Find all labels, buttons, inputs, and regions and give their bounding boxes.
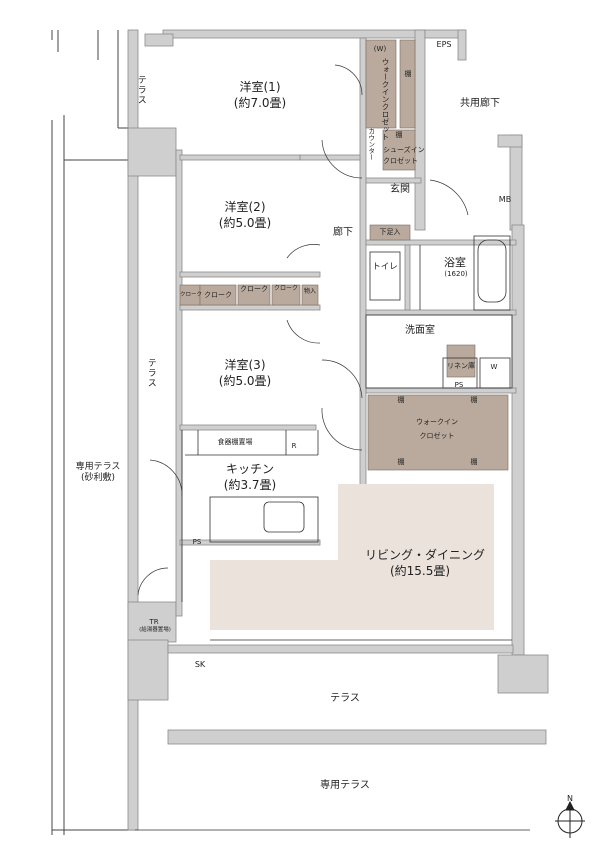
exterior-lines [51, 30, 135, 835]
wic2-shelf-b: 棚 [470, 396, 478, 404]
cloak-label-3: クローク [240, 285, 268, 293]
room-western-3-size: (約5.0畳) [218, 374, 272, 388]
room-washroom-name: 洗面室 [405, 325, 435, 336]
room-western-2-size: (約5.0畳) [218, 216, 272, 230]
eps-label: EPS [436, 40, 452, 49]
tr-note-label: (給湯器置場) [139, 627, 171, 633]
room-kitchen-name: キッチン [225, 462, 274, 476]
room-bath-size: (1620) [444, 270, 468, 278]
walls [127, 29, 549, 831]
fridge-label: R [291, 442, 297, 450]
north-compass [555, 800, 585, 838]
wic2-shelf-d: 棚 [470, 458, 478, 466]
room-toilet-name: トイレ [372, 262, 398, 272]
common-corridor-label: 共用廊下 [460, 98, 500, 109]
room-living-name: リビング・ダイニング [365, 548, 486, 562]
room-western-2-name: 洋室(2) [224, 200, 266, 214]
wic1-label: ウォークインクロゼット [381, 58, 390, 141]
wic2-shelf-a: 棚 [397, 396, 405, 404]
w-label: W [490, 363, 498, 371]
room-lines [135, 235, 530, 831]
room-living-size: (約15.5畳) [389, 564, 451, 578]
room-entrance-name: 玄関 [390, 184, 410, 195]
room-kitchen-size: (約3.7畳) [223, 478, 277, 492]
wic2-shelf-c: 棚 [397, 458, 405, 466]
wic2-closet-label: クロゼット [419, 432, 455, 440]
mb-label: MB [498, 195, 512, 204]
ps-label-kitchen: PS [192, 538, 202, 546]
terrace-left-label: テラス [145, 358, 156, 388]
storage-label: 物入 [303, 288, 316, 295]
sk-label: SK [194, 660, 206, 669]
storage-blocks [179, 39, 509, 471]
cloak-label-1: クローク [180, 292, 203, 298]
room-bath-name: 浴室 [444, 256, 466, 269]
counter-label: カウンター [366, 128, 375, 161]
room-western-3-name: 洋室(3) [224, 358, 266, 372]
ldk-fill [338, 484, 494, 630]
wic1-shelf-label: 棚 [404, 70, 412, 78]
ps-label-wash: PS [454, 381, 464, 389]
getabako-label: 下足入 [379, 228, 401, 236]
private-terrace-label: 専用テラス [320, 780, 370, 791]
north-label: N [567, 794, 573, 803]
shoes-closet-label: クロゼット [383, 157, 418, 165]
linen-label: リネン庫 [447, 362, 475, 370]
door-swings [137, 64, 469, 596]
room-western-1-name: 洋室(1) [239, 80, 281, 94]
cloak-label-4: クローク [273, 285, 298, 292]
tr-label: TR [149, 618, 159, 626]
wic1-w-label: (W) [373, 45, 387, 53]
room-hallway-name: 廊下 [333, 227, 353, 238]
terrace-top-label: テラス [135, 75, 146, 105]
room-western-1-size: (約7.0畳) [233, 96, 287, 110]
terrace-bottom-label: テラス [330, 693, 360, 704]
shoes-label: シューズイン [383, 146, 425, 154]
shoes-shelf-label: 棚 [395, 131, 403, 139]
kitchen-storage-label: 食器棚置場 [217, 438, 253, 446]
cloak-label-2: クローク [204, 291, 232, 299]
private-terrace-gravel-label: 専用テラス (砂利敷) [75, 462, 121, 483]
ldk-fill-left [210, 560, 338, 630]
wic2-label: ウォークイン [416, 418, 458, 426]
